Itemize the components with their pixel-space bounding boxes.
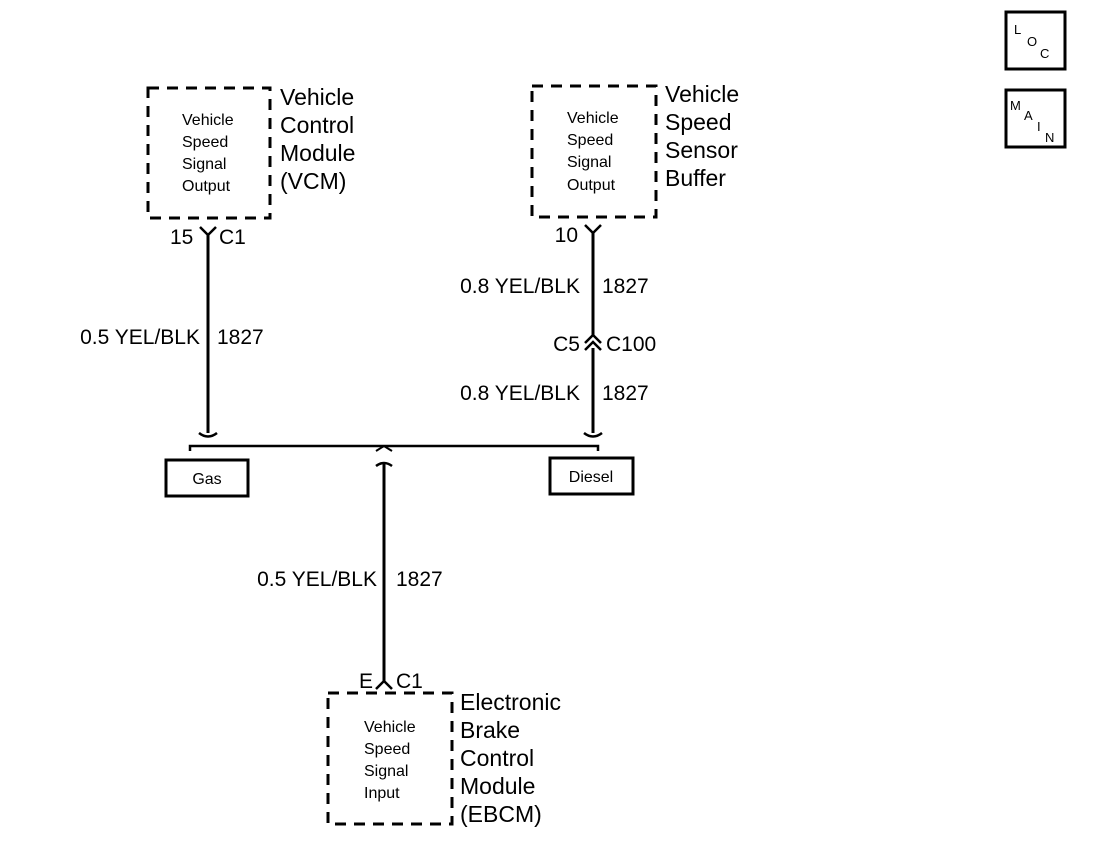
vssb-dashed-box	[530, 84, 658, 219]
vcm-name-line-2: Control	[280, 112, 354, 138]
vcm-inner-line-1: Vehicle	[182, 112, 234, 129]
vssb-splice-hook	[583, 431, 603, 438]
ebcm-inner-line-2: Speed	[364, 741, 410, 758]
vssb-inner-line-3: Signal	[567, 154, 611, 171]
diesel-option-box[interactable]: Diesel	[548, 456, 635, 496]
vcm-pin-symbol	[199, 226, 217, 237]
vcm-inner-line-3: Signal	[182, 156, 226, 173]
vcm-inner-line-4: Output	[182, 178, 231, 195]
vssb-upper-circuit: 1827	[602, 275, 649, 298]
main-letter-m: M	[1010, 98, 1021, 113]
vssb-inner-line-4: Output	[567, 177, 616, 194]
vssb-lower-size-color: 0.8 YEL/BLK	[460, 382, 580, 405]
ebcm-dashed-box	[326, 691, 454, 826]
ebcm-component[interactable]: Vehicle Speed Signal Input Electronic Br…	[326, 689, 561, 827]
vcm-pin-number: 15	[170, 226, 193, 249]
vssb-name-line-4: Buffer	[665, 165, 726, 191]
ebcm-inner-line-3: Signal	[364, 763, 408, 780]
vssb-name-line-2: Speed	[665, 109, 732, 135]
vssb-name-line-3: Sensor	[665, 137, 738, 163]
inline-connector-pin: C5	[553, 333, 580, 356]
loc-icon[interactable]: L O C	[1004, 10, 1067, 71]
main-letter-i: I	[1037, 119, 1041, 134]
ebcm-connector-id: C1	[396, 670, 423, 693]
vcm-wire-size-color: 0.5 YEL/BLK	[80, 326, 200, 349]
vcm-inner-line-2: Speed	[182, 134, 228, 151]
option-bracket	[188, 444, 600, 451]
gas-option-box[interactable]: Gas	[164, 458, 250, 498]
vcm-splice-hook	[198, 431, 218, 438]
vssb-pin-number: 10	[555, 224, 578, 247]
vssb-name-line-1: Vehicle	[665, 81, 739, 107]
vcm-component[interactable]: Vehicle Speed Signal Output Vehicle Cont…	[146, 84, 355, 220]
vcm-name-line-4: (VCM)	[280, 168, 346, 194]
vcm-dashed-box	[146, 86, 272, 220]
vcm-name-line-1: Vehicle	[280, 84, 354, 110]
vssb-inner-line-1: Vehicle	[567, 110, 619, 127]
ebcm-name-line-1: Electronic	[460, 689, 561, 715]
vssb-pin-symbol	[584, 224, 602, 235]
gas-label: Gas	[192, 471, 221, 488]
main-letter-n: N	[1045, 130, 1054, 145]
vssb-upper-size-color: 0.8 YEL/BLK	[460, 275, 580, 298]
diesel-label: Diesel	[569, 469, 613, 486]
vssb-inner-line-2: Speed	[567, 132, 613, 149]
vcm-wire-circuit: 1827	[217, 326, 264, 349]
ebcm-inner-line-4: Input	[364, 785, 400, 802]
loc-letter-o: O	[1027, 34, 1037, 49]
vcm-connector-id: C1	[219, 226, 246, 249]
inline-connector-name: C100	[606, 333, 656, 356]
ebcm-name-line-3: Control	[460, 745, 534, 771]
option-bracket-point	[375, 444, 393, 452]
main-icon[interactable]: M A I N	[1004, 88, 1067, 149]
loc-letter-c: C	[1040, 46, 1049, 61]
vssb-lower-circuit: 1827	[602, 382, 649, 405]
ebcm-inner-line-1: Vehicle	[364, 719, 416, 736]
vssb-component[interactable]: Vehicle Speed Signal Output Vehicle Spee…	[530, 81, 739, 219]
ebcm-name-line-4: Module	[460, 773, 535, 799]
inline-connector-c100	[584, 333, 602, 351]
vcm-name-line-3: Module	[280, 140, 355, 166]
main-letter-a: A	[1024, 108, 1033, 123]
ebcm-pin-letter: E	[359, 670, 373, 693]
loc-letter-l: L	[1014, 22, 1021, 37]
ebcm-wire-size-color: 0.5 YEL/BLK	[257, 568, 377, 591]
ebcm-wire-circuit: 1827	[396, 568, 443, 591]
ebcm-pin-symbol	[375, 679, 393, 690]
ebcm-name-line-5: (EBCM)	[460, 801, 542, 827]
ebcm-name-line-2: Brake	[460, 717, 520, 743]
